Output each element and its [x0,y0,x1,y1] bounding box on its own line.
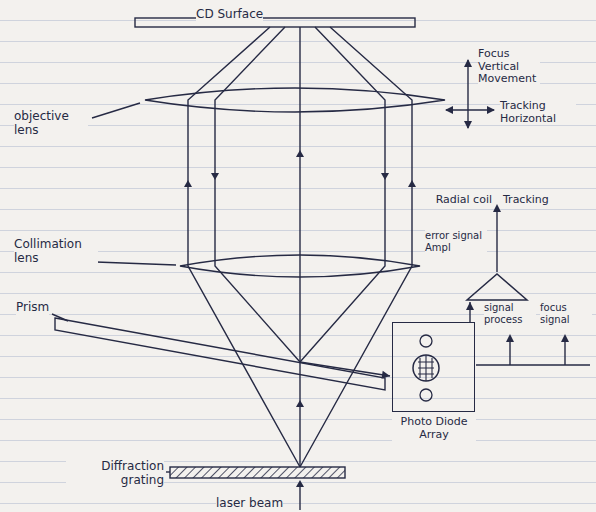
annotation-label: Tracking Horizontal [500,100,576,125]
annotation-label: Tracking [503,194,549,207]
label-slot: laser beam [216,492,296,511]
annotation-label: objective lens [14,110,88,138]
diode-quad-circle [413,355,439,381]
signal-connector [466,302,474,322]
annotation-label: Focus Vertical Movement [478,48,540,86]
annotation-label: CD Surface [196,8,263,22]
annotation-label: Diffraction grating [66,460,164,488]
amplifier-triangle [465,272,529,302]
spacer [392,322,476,416]
label-slot: Tracking Horizontal [500,100,576,126]
ray-arrowheads [184,150,416,487]
label-slot: CD Surface [196,3,286,22]
photodiode-box [392,322,475,412]
photodiode-symbols [393,323,474,411]
objective-lens [145,88,445,112]
annotation-label: Radial coil [436,194,492,207]
node-label: error signal Ampl [425,230,487,253]
label-slot: signal process [484,302,536,327]
arrowhead [466,302,474,310]
annotation-label: laser beam [216,497,283,511]
label-slot: Diffraction grating [66,460,164,488]
annotation-label: Collimation lens [14,238,98,266]
label-slot: Collimation lens [14,238,98,266]
diode-circle [420,335,432,347]
annotation-label: focus signal [540,302,592,325]
label-slot: focus signal [540,302,592,327]
node-label: Photo Diode Array [392,416,476,441]
detector-node: Photo Diode Array [392,322,476,441]
cd-surface-plate [135,18,415,27]
diffraction-grating [170,467,345,478]
amplifier-outline [467,274,527,300]
leader-lines [52,103,176,472]
annotation-label: signal process [484,302,536,325]
amplifier-node: error signal Ampl [425,226,535,302]
label-slot: Prism [16,296,66,315]
label-slot: Focus Vertical Movement [478,48,540,86]
laser-input-arrow [299,482,300,510]
annotation-label: Prism [16,301,49,315]
label-slot: Tracking [503,188,569,207]
label-slot: Radial coil [422,188,492,207]
label-slot: objective lens [14,110,88,138]
prism [55,318,385,390]
diode-circle [420,389,432,401]
light-rays [188,27,412,467]
diode-grid [418,355,434,381]
